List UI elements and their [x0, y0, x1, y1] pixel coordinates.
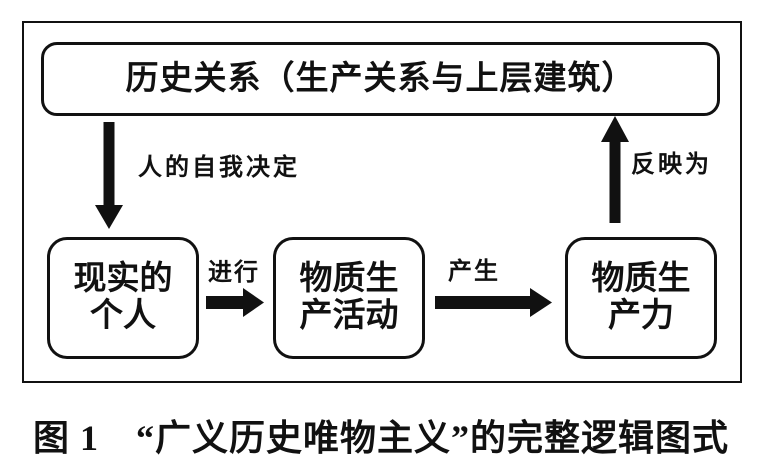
arrow-label-self-determination: 人的自我决定 [138, 155, 300, 181]
arrow-label-produce: 产生 [448, 259, 500, 285]
box-material-production-activity-line2: 产活动 [299, 298, 399, 334]
box-real-individuals: 现实的 个人 [47, 237, 199, 359]
box-material-productive-forces-line2: 产力 [608, 298, 674, 334]
box-material-production-activity-line1: 物质生 [299, 261, 399, 298]
figure-caption: 图 1 “广义历史唯物主义”的完整逻辑图式 [32, 418, 729, 458]
box-material-production-activity: 物质生 产活动 [273, 237, 425, 359]
arrow-label-carry-out: 进行 [208, 260, 260, 286]
box-real-individuals-line1: 现实的 [73, 261, 173, 298]
box-material-productive-forces-line1: 物质生 [591, 261, 691, 298]
top-box-label: 历史关系（生产关系与上层建筑） [125, 60, 636, 97]
box-material-productive-forces: 物质生 产力 [565, 237, 717, 359]
arrow-label-reflected-as: 反映为 [631, 152, 712, 178]
top-box-historical-relations: 历史关系（生产关系与上层建筑） [41, 42, 720, 116]
box-real-individuals-line2: 个人 [90, 298, 156, 334]
